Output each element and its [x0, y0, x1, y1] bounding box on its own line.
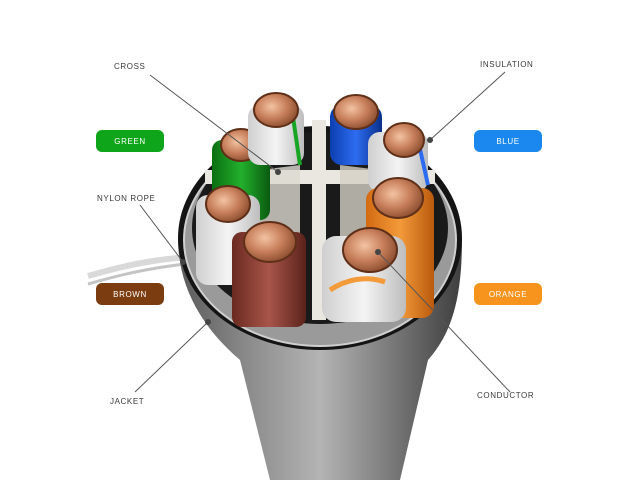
conductor-brown: [243, 221, 297, 263]
leader-lines: [134, 71, 511, 393]
color-code-green: GREEN: [96, 130, 164, 152]
callout-cross: CROSS: [114, 62, 146, 71]
callout-jacket: JACKET: [110, 397, 145, 406]
color-code-orange: ORANGE: [474, 283, 542, 305]
conductor-blue: [333, 94, 379, 130]
callout-conductor: CONDUCTOR: [477, 391, 535, 400]
callout-insulation: INSULATION: [480, 60, 534, 69]
color-code-brown: BROWN: [96, 283, 164, 305]
conductor-orange: [372, 177, 424, 219]
callout-nylon-rope: NYLON ROPE: [97, 194, 156, 203]
color-code-blue: BLUE: [474, 130, 542, 152]
